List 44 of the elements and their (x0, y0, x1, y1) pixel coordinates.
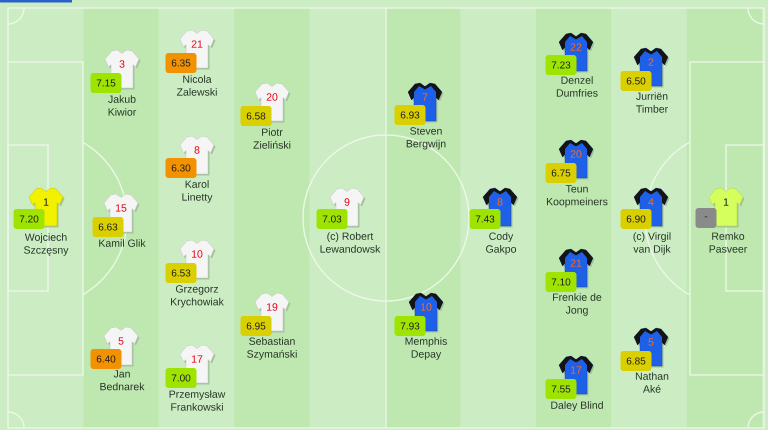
player-name: Wojciech Szczęsny (24, 233, 68, 256)
player-name: Grzegorz Krychowiak (171, 285, 224, 308)
player-name: Remko Pasveer (710, 232, 748, 253)
player-name: Nathan Aké (636, 372, 668, 393)
rating-badge: 6.53 (166, 263, 196, 283)
rating-badge: 6.30 (166, 158, 196, 178)
rating-badge: 7.55 (546, 379, 576, 399)
rating-badge: 6.75 (546, 163, 576, 183)
rating-badge: 7.03 (316, 209, 348, 229)
player-name: Karol Linetty (182, 180, 212, 203)
player-name: Teun Koopmeiners (546, 185, 608, 208)
player-name: Jan Bednarek (100, 370, 144, 390)
player-name: Piotr Zieliński (253, 128, 290, 149)
rating-badge: 7.23 (546, 55, 576, 75)
player-name: Frenkie de Jong (553, 293, 602, 316)
player-name: Sebastian Szymański (247, 337, 297, 360)
rating-badge: 6.63 (92, 217, 124, 237)
player-name: Denzel Dumfries (556, 76, 598, 97)
player-name: Przemysław Frankowski (170, 390, 226, 411)
player-name: Jakub Kiwior (108, 95, 136, 116)
rating-badge: 6.58 (240, 106, 272, 126)
player-name: Memphis Depay (406, 337, 447, 360)
rating-badge: 6.50 (620, 71, 652, 91)
rating-badge: 7.10 (546, 272, 576, 292)
rating-badge: 6.90 (620, 209, 652, 229)
player-name: Cody Gakpo (486, 232, 516, 255)
player-name: (c) Virgil van Dijk (633, 232, 671, 255)
player-name: Jurriën Timber (636, 92, 668, 113)
rating-badge: 6.40 (90, 349, 122, 369)
rating-badge: - (696, 208, 716, 228)
rating-badge: 6.93 (394, 105, 426, 125)
player-name: (c) Robert Lewandowsk (320, 232, 380, 253)
player-name: Steven Bergwijn (406, 127, 446, 150)
rating-badge: 6.85 (620, 351, 652, 371)
rating-badge: 7.20 (14, 209, 44, 229)
rating-badge: 7.00 (166, 368, 196, 388)
rating-badge: 6.35 (166, 53, 196, 73)
player-name: Kamil Glik (99, 239, 146, 247)
rating-badge: 7.43 (470, 209, 500, 229)
player-name: Nicola Zalewski (176, 75, 217, 96)
rating-badge: 7.93 (394, 316, 426, 336)
player-name: Daley Blind (551, 401, 603, 411)
rating-badge: 7.15 (90, 73, 122, 93)
rating-badge: 6.95 (240, 316, 272, 336)
